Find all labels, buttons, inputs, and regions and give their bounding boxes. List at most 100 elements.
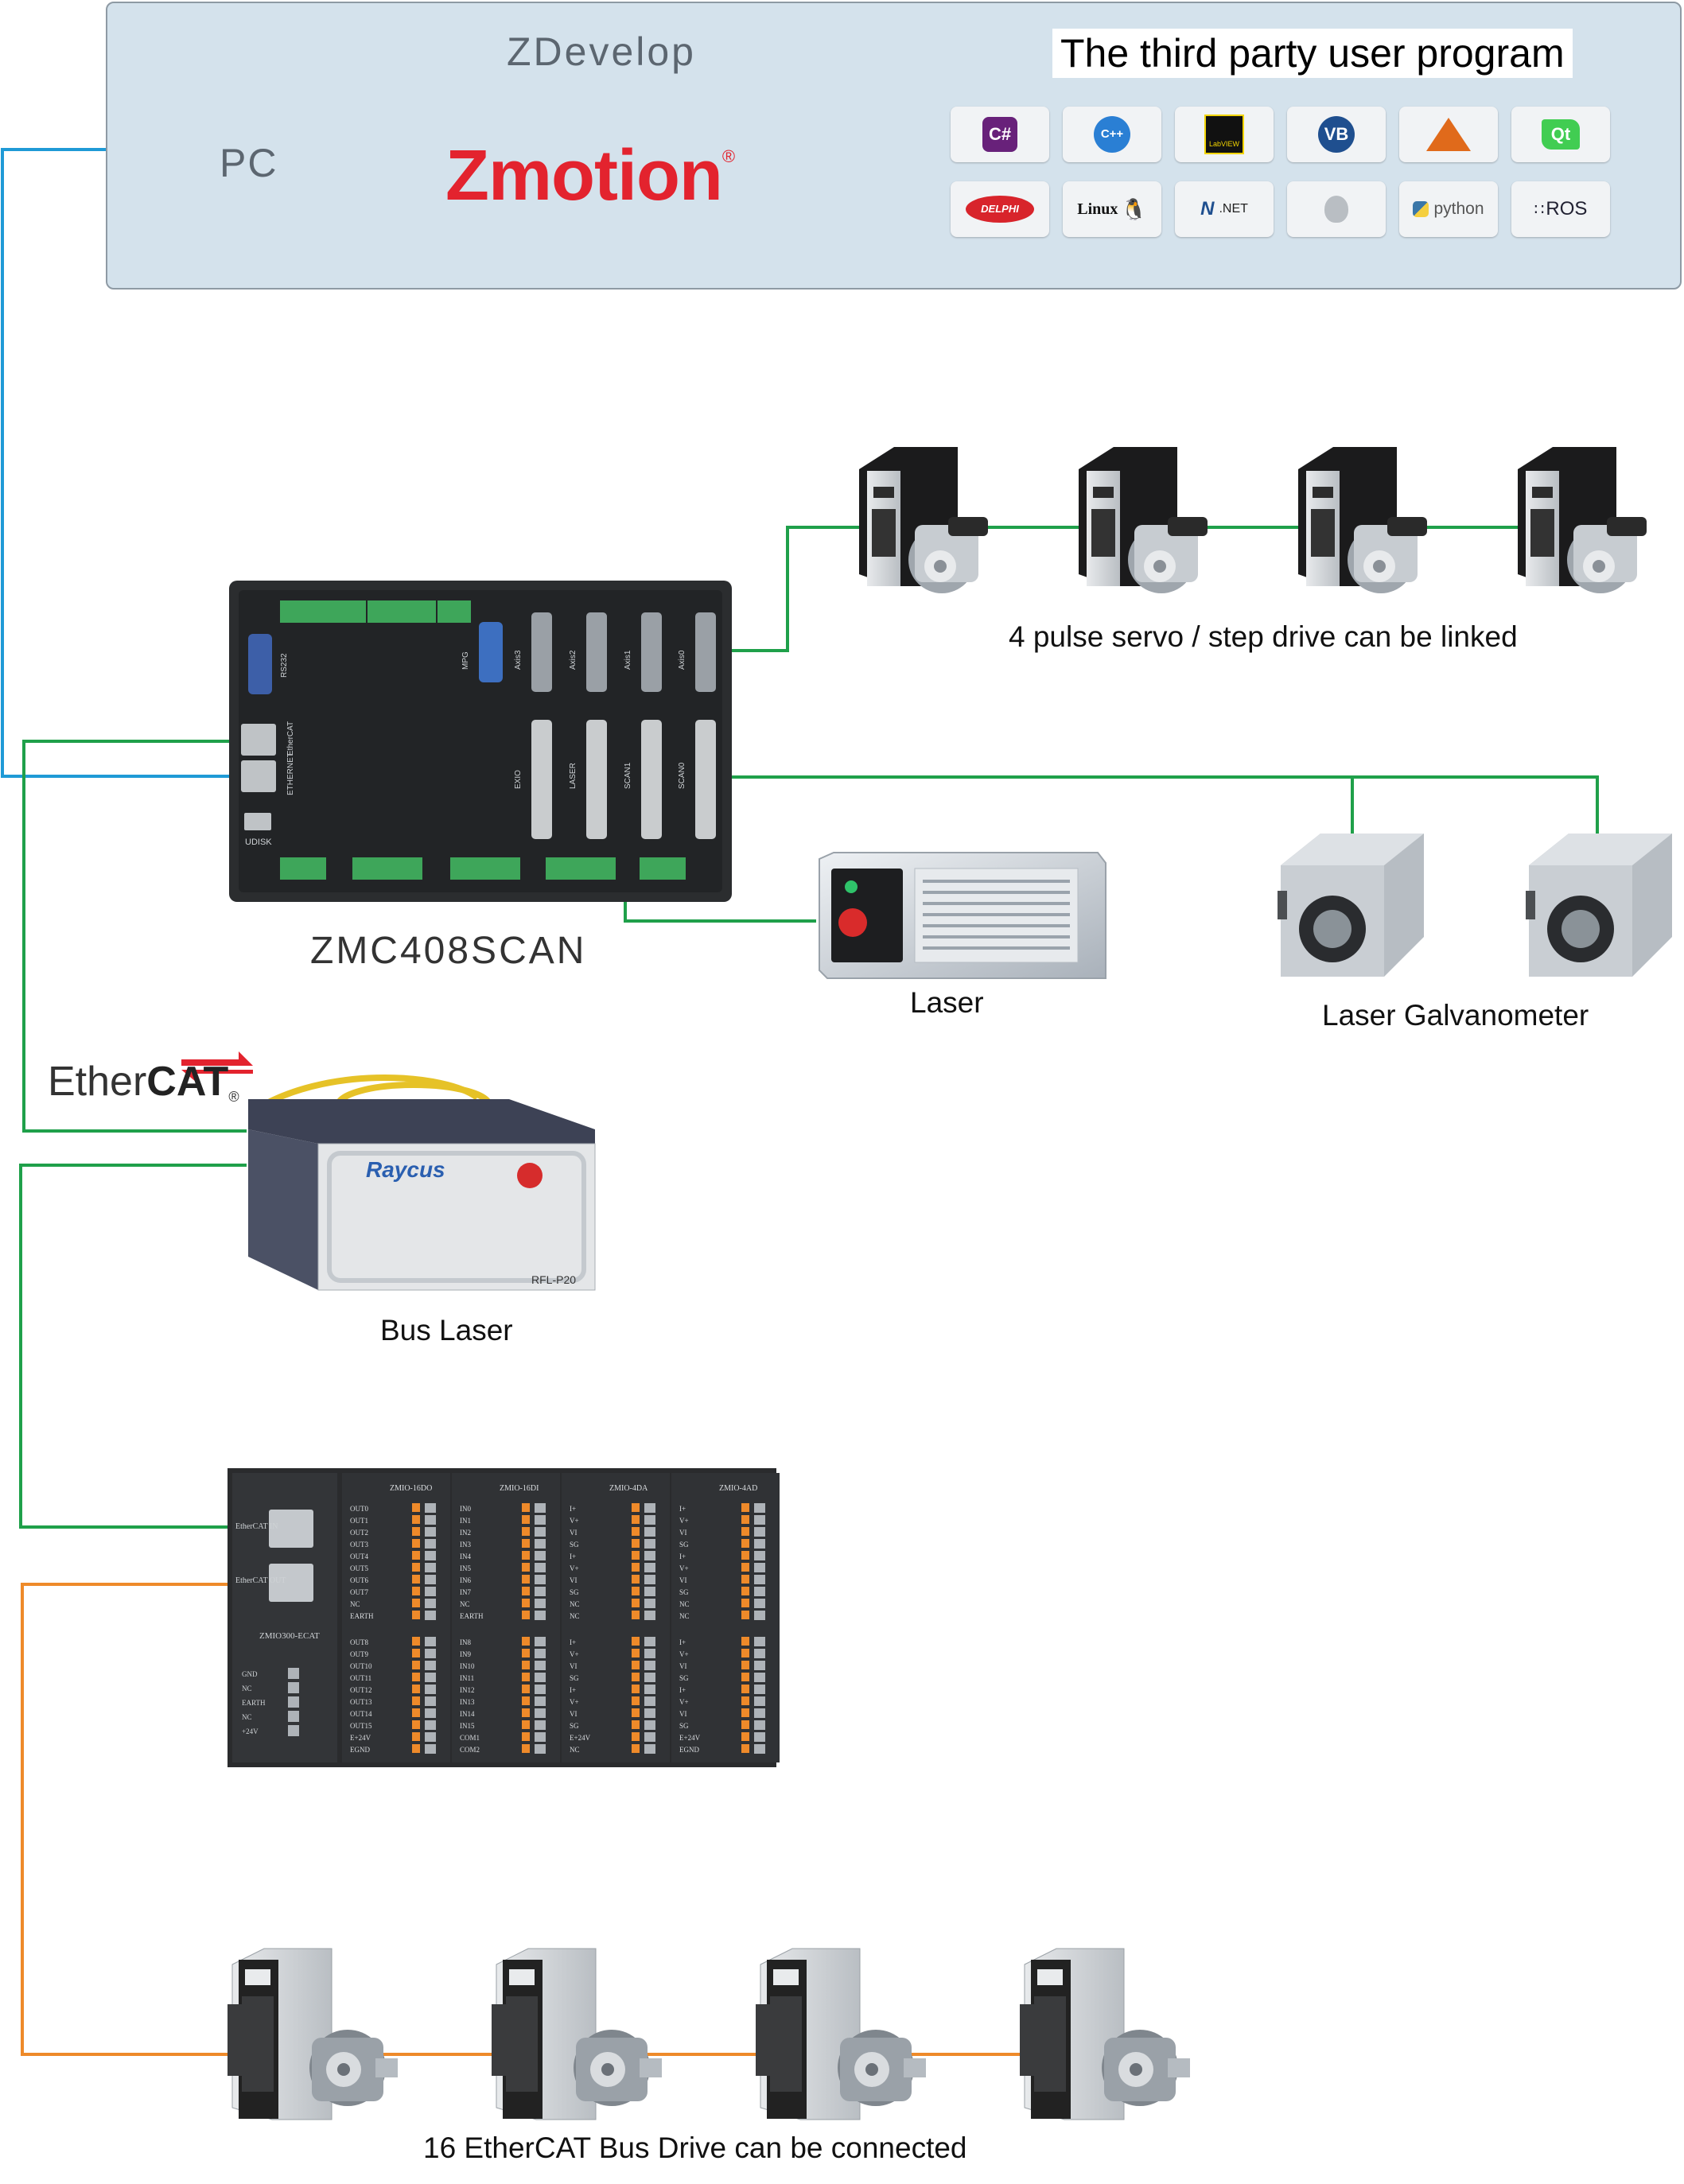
io-terminal-label: OUT0 — [350, 1505, 368, 1513]
io-terminal-lever — [632, 1575, 640, 1584]
axis-ports — [531, 612, 716, 692]
io-terminal-label: OUT15 — [350, 1722, 372, 1730]
io-terminal — [644, 1708, 655, 1718]
io-terminal — [535, 1649, 546, 1658]
io-terminal — [754, 1611, 765, 1620]
tool-tile-matlab — [1399, 107, 1498, 162]
terminal-block-top-3 — [438, 600, 471, 623]
io-terminal-label: V+ — [570, 1650, 579, 1658]
io-out-label: EtherCAT OUT — [235, 1576, 286, 1585]
terminal-block-bottom-3 — [450, 857, 520, 880]
laser-port — [586, 720, 607, 839]
io-terminal-label: IN9 — [460, 1650, 471, 1658]
ethercat-logo: EtherCAT® — [48, 1058, 239, 1106]
io-terminal — [425, 1527, 436, 1537]
terminal-block-top-2 — [368, 600, 436, 623]
io-terminal — [535, 1708, 546, 1718]
io-terminal — [425, 1661, 436, 1670]
io-terminal-label: IN2 — [460, 1529, 471, 1537]
io-terminal — [754, 1515, 765, 1525]
ethercat-arrows-icon — [181, 1051, 253, 1082]
io-slices: ZMIO-16DOOUT0OUT1OUT2OUT3OUT4OUT5OUT6OUT… — [342, 1473, 780, 1762]
io-terminal-lever — [741, 1599, 749, 1607]
io-terminal-label: SG — [570, 1541, 579, 1549]
io-terminal-lever — [741, 1708, 749, 1717]
udisk-label: UDISK — [245, 837, 272, 847]
io-terminal-label: IN6 — [460, 1576, 471, 1584]
axis0-label: Axis0 — [678, 650, 686, 670]
io-terminal-label: IN7 — [460, 1588, 471, 1596]
galvanometer-head — [1278, 834, 1424, 977]
io-terminal — [644, 1599, 655, 1608]
io-terminal-label: V+ — [679, 1698, 689, 1706]
io-terminal-lever — [412, 1637, 420, 1646]
io-terminal-lever — [522, 1599, 530, 1607]
io-terminal-label: NC — [350, 1600, 360, 1608]
io-terminal-lever — [632, 1539, 640, 1548]
linux-icon-label: Linux — [1077, 200, 1118, 218]
io-terminal — [754, 1673, 765, 1682]
apple-icon — [1324, 196, 1348, 223]
io-slice-title: ZMIO-4DA — [609, 1484, 648, 1493]
ethercat-logo-bold: CAT — [146, 1059, 229, 1105]
axis0-port — [695, 612, 716, 692]
io-terminal-lever — [522, 1744, 530, 1753]
io-terminal — [288, 1725, 299, 1736]
io-terminal — [425, 1696, 436, 1706]
io-terminal-label: SG — [679, 1674, 689, 1682]
io-terminal — [754, 1696, 765, 1706]
tool-tile-delphi: DELPHI — [951, 181, 1049, 237]
io-terminal — [535, 1539, 546, 1549]
io-terminal-label: IN10 — [460, 1662, 475, 1670]
io-terminal-lever — [412, 1527, 420, 1536]
io-terminal-label: OUT11 — [350, 1674, 371, 1682]
rs232-label: RS232 — [280, 653, 289, 678]
io-terminal — [644, 1503, 655, 1513]
python-icon — [1413, 201, 1429, 217]
udisk-port — [244, 813, 271, 830]
galvanometer-head — [1526, 834, 1672, 977]
io-terminal-lever — [632, 1563, 640, 1572]
caption-galvanometer: Laser Galvanometer — [1322, 999, 1589, 1032]
io-terminal-lever — [522, 1685, 530, 1693]
io-terminal — [754, 1732, 765, 1742]
io-slice-title: ZMIO-16DI — [500, 1484, 539, 1493]
pulse-servo-drive — [1298, 447, 1427, 593]
io-terminal — [754, 1720, 765, 1730]
io-terminal-lever — [632, 1661, 640, 1669]
io-terminal-lever — [741, 1720, 749, 1729]
io-terminal-label: NC — [570, 1600, 580, 1608]
io-terminal-label: IN15 — [460, 1722, 475, 1730]
io-terminal-lever — [741, 1732, 749, 1741]
csharp-icon: C# — [982, 117, 1017, 152]
io-terminal-label: V+ — [679, 1517, 689, 1525]
io-terminal — [644, 1744, 655, 1754]
io-terminal — [535, 1503, 546, 1513]
io-terminal-label: OUT14 — [350, 1710, 372, 1718]
io-terminal-label: NC — [679, 1612, 690, 1620]
io-terminal — [535, 1575, 546, 1584]
io-terminal-lever — [632, 1732, 640, 1741]
io-terminal — [754, 1563, 765, 1572]
io-terminal-label: IN13 — [460, 1698, 475, 1706]
caption-pulse-servo: 4 pulse servo / step drive can be linked — [1009, 620, 1518, 653]
io-terminal — [535, 1637, 546, 1646]
third-party-title: The third party user program — [1052, 29, 1573, 78]
io-terminal-label: IN0 — [460, 1505, 471, 1513]
cpp-icon: C++ — [1094, 116, 1130, 153]
io-terminal-label: VI — [570, 1662, 578, 1670]
io-terminal — [425, 1563, 436, 1572]
io-terminal-lever — [522, 1673, 530, 1681]
mpg-port — [479, 622, 503, 682]
io-terminal-label: OUT8 — [350, 1638, 368, 1646]
io-terminal — [425, 1744, 436, 1754]
pulse-servo-drive — [859, 447, 988, 593]
io-terminal-label: IN4 — [460, 1553, 471, 1560]
ethercat-logo-prefix: Ether — [48, 1059, 147, 1105]
io-terminal — [535, 1563, 546, 1572]
io-terminal-label: E+24V — [679, 1734, 701, 1742]
zdevelop-label: ZDevelop — [507, 29, 696, 74]
io-terminal-label: I+ — [679, 1505, 686, 1513]
